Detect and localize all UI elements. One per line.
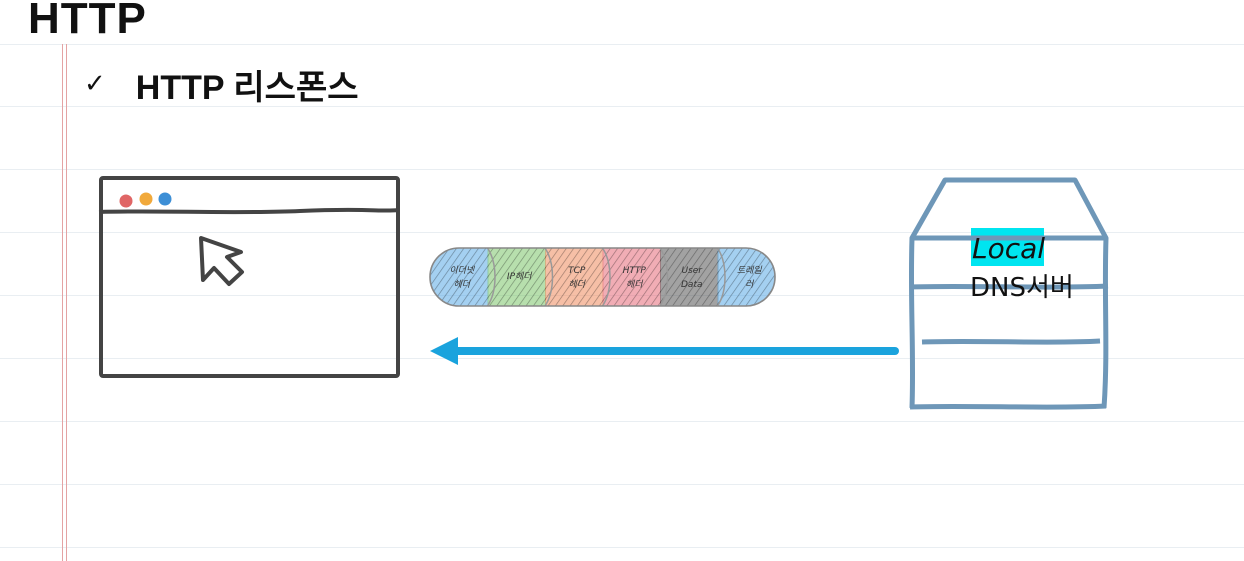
server-right-side (1101, 237, 1109, 409)
ruled-line (0, 358, 1244, 359)
packet-segment (660, 248, 719, 306)
packet-segment-divider (486, 247, 496, 307)
browser-frame (99, 176, 400, 378)
server-label-line1: Local (972, 232, 1045, 265)
margin-line (66, 44, 67, 561)
section-heading-text: HTTP 리스폰스 (135, 68, 359, 107)
margin-line (62, 44, 63, 561)
packet-segment-label: HTTP (623, 266, 647, 276)
browser-maximize-dot (158, 192, 172, 206)
packet-segment-divider (716, 247, 726, 307)
packet-segment (717, 248, 775, 306)
ruled-line (0, 547, 1244, 548)
packet-segment-label: 러 (745, 279, 754, 290)
ruled-line (0, 421, 1244, 422)
ruled-line (0, 484, 1244, 485)
packet-segment (487, 248, 546, 306)
packet-segment (545, 248, 604, 306)
ruled-line (0, 232, 1244, 233)
packet-segment-label: 헤더 (626, 279, 644, 290)
browser-close-dot (119, 194, 133, 208)
packet-segment-divider (544, 247, 554, 307)
page-title: HTTP (28, 0, 147, 43)
packet-segment-divider (659, 247, 669, 307)
browser-window (98, 176, 400, 378)
ruled-line (0, 44, 1244, 45)
packet-outline (429, 247, 776, 307)
local-dns-server: Local DNS서버 (908, 177, 1109, 410)
packet-segment-label: 트레일 (737, 265, 763, 276)
packet-segment-label: User (681, 266, 703, 276)
server-divider (921, 338, 1101, 345)
packet-segment-label: 이더넷 (449, 265, 476, 276)
response-arrow (430, 337, 899, 365)
packet-segment-label: Data (681, 280, 703, 290)
packet-segment-label: 헤더 (453, 279, 471, 290)
packet-segment-label: TCP (568, 266, 586, 276)
packet-segment (430, 248, 489, 306)
check-icon: ✓ (84, 69, 106, 99)
ruled-line (0, 106, 1244, 107)
ruled-line (0, 169, 1244, 170)
cursor-arrow-icon (199, 236, 244, 286)
browser-minimize-dot (139, 192, 153, 206)
server-divider (909, 283, 1109, 290)
browser-titlebar-divider (98, 207, 400, 215)
packet-segment-label: 헤더 (568, 279, 586, 290)
packet-segment (602, 248, 661, 306)
server-label-highlight (971, 228, 1044, 266)
packet-segment-divider (601, 247, 611, 307)
server-left-side (908, 237, 916, 409)
section-heading: ✓ HTTP 리스폰스 (84, 62, 359, 107)
server-label-line2: DNS서버 (970, 273, 1074, 303)
arrow-head (430, 337, 458, 365)
packet-segment-label: IP헤더 (507, 271, 533, 282)
server-bottom (909, 403, 1107, 410)
